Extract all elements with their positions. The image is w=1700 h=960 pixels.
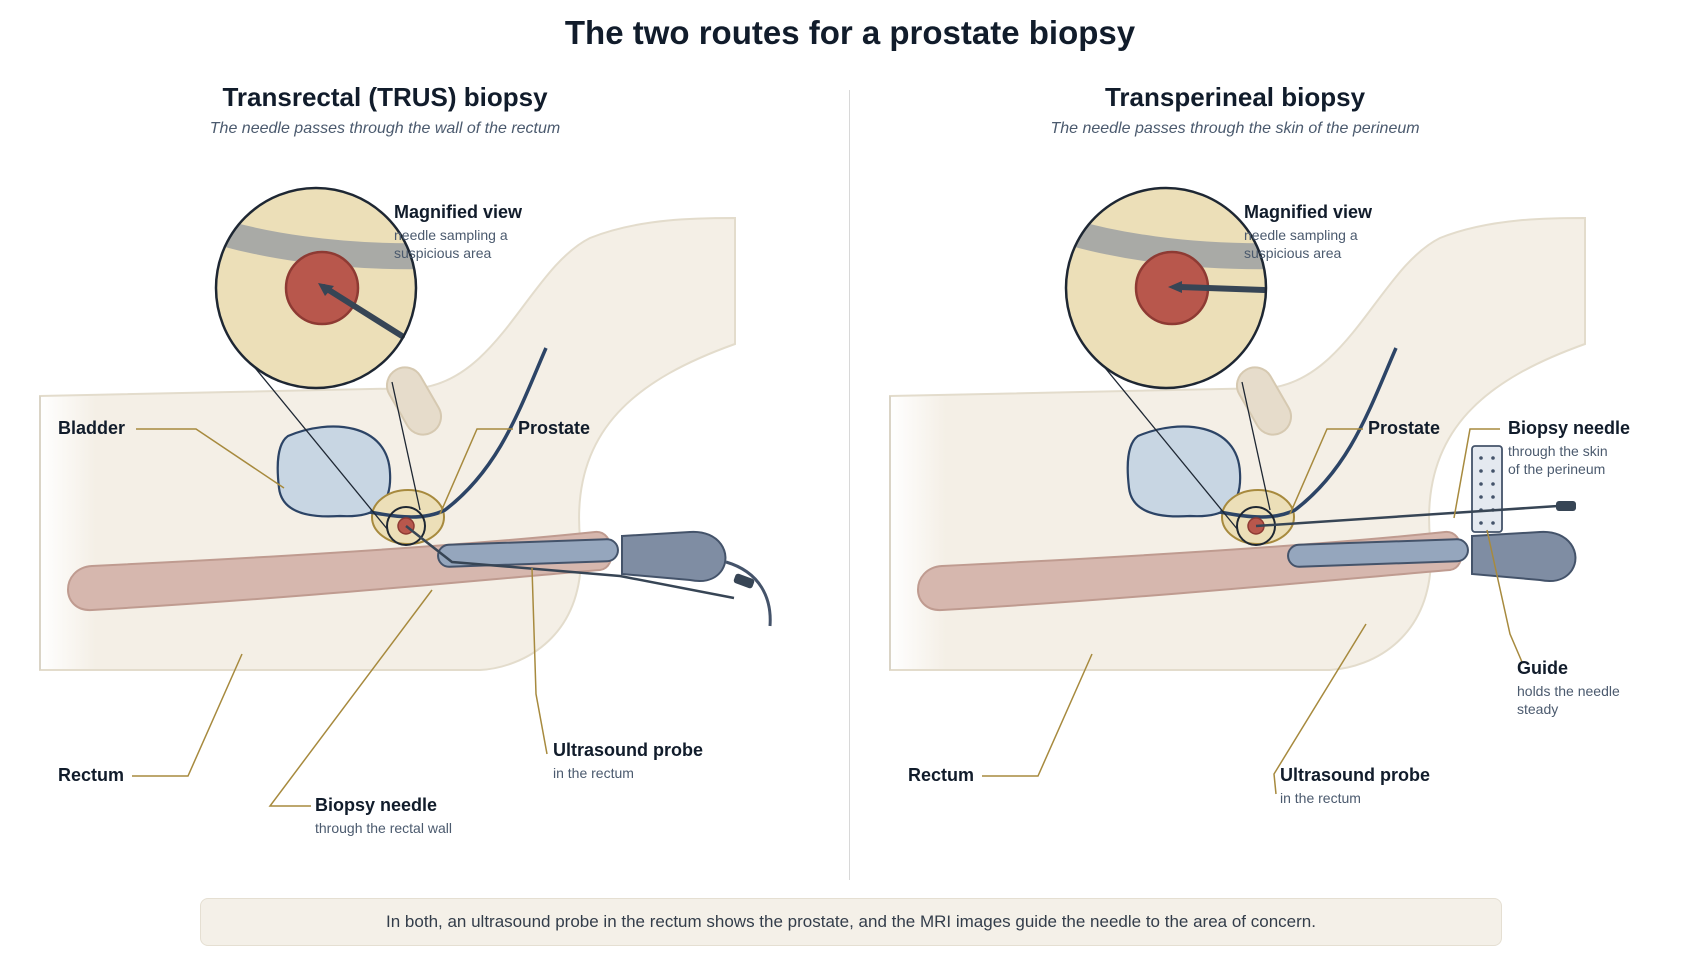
rectum-label: Rectum <box>58 765 125 785</box>
rectum-leader <box>982 653 1093 777</box>
urethra <box>369 347 548 519</box>
panel-transperineal: Transperineal biopsy The needle passes t… <box>850 78 1700 878</box>
panel-title: Transperineal biopsy <box>1104 82 1366 112</box>
magnified-view-note: needle sampling a <box>1244 227 1358 243</box>
magnify-target-ring <box>386 506 426 546</box>
magnified-view-label: Magnified view <box>394 202 523 222</box>
magnifier-line <box>391 381 421 511</box>
needle-handle <box>733 573 755 589</box>
biopsy-needle-note: of the perineum <box>1508 461 1606 477</box>
guide-label: Guide <box>1517 658 1569 678</box>
ultrasound-probe-note: in the rectum <box>553 765 634 781</box>
biopsy-needle-note: through the skin <box>1508 443 1608 459</box>
rectum-label: Rectum <box>908 765 975 785</box>
probe-cable <box>725 560 772 627</box>
ultrasound-probe-shaft <box>437 538 619 568</box>
footer-note: In both, an ultrasound probe in the rect… <box>200 898 1502 946</box>
prostate-leader <box>1289 428 1363 515</box>
biopsy-needle-label: Biopsy needle <box>1508 418 1631 438</box>
prostate-label: Prostate <box>518 418 591 438</box>
rectum-leader <box>132 653 243 777</box>
needle-guide <box>1471 445 1503 533</box>
transrectal-illustration <box>39 186 772 807</box>
biopsy-needle <box>405 525 735 600</box>
bladder-label: Bladder <box>58 418 126 438</box>
guide-note: holds the needle <box>1517 683 1620 699</box>
ultrasound-probe-label: Ultrasound probe <box>553 740 704 760</box>
panel-transrectal: Transrectal (TRUS) biopsy The needle pas… <box>0 78 850 878</box>
guide-note: steady <box>1517 701 1559 717</box>
ultrasound-probe-shaft <box>1287 538 1469 568</box>
urethra <box>1219 347 1398 519</box>
magnified-view-note: suspicious area <box>1244 245 1342 261</box>
panel-subtitle: The needle passes through the wall of th… <box>209 120 561 137</box>
magnifier-line <box>1241 381 1271 511</box>
transperineal-illustration <box>889 186 1586 795</box>
panel-divider <box>849 90 850 880</box>
prostate-label: Prostate <box>1368 418 1441 438</box>
panel-subtitle: The needle passes through the skin of th… <box>1050 120 1420 137</box>
bladder <box>276 425 392 518</box>
magnifier-line <box>1096 357 1239 531</box>
magnified-view-note: needle sampling a <box>394 227 508 243</box>
magnifier-line <box>246 357 389 531</box>
ultrasound-probe-note: in the rectum <box>1280 790 1361 806</box>
guide-leader <box>1486 529 1523 663</box>
panel-title: Transrectal (TRUS) biopsy <box>222 82 548 112</box>
ultrasound-probe-handle <box>621 530 727 582</box>
needle-leader <box>1453 428 1500 519</box>
needle-leader <box>268 589 433 807</box>
needle-handle <box>1556 501 1576 511</box>
magnify-target-ring <box>1236 506 1276 546</box>
magnified-view-label: Magnified view <box>1244 202 1373 222</box>
probe-leader <box>531 567 548 755</box>
prostate-leader <box>439 428 513 515</box>
magnified-view-note: suspicious area <box>394 245 492 261</box>
ultrasound-probe-label: Ultrasound probe <box>1280 765 1431 785</box>
bladder <box>1126 425 1242 518</box>
ultrasound-probe-handle <box>1471 530 1577 582</box>
main-title: The two routes for a prostate biopsy <box>564 14 1136 51</box>
biopsy-needle-label: Biopsy needle <box>315 795 438 815</box>
probe-leader <box>1273 623 1367 795</box>
biopsy-needle <box>1255 504 1559 528</box>
biopsy-needle-note: through the rectal wall <box>315 820 452 836</box>
bladder-leader <box>136 428 285 489</box>
